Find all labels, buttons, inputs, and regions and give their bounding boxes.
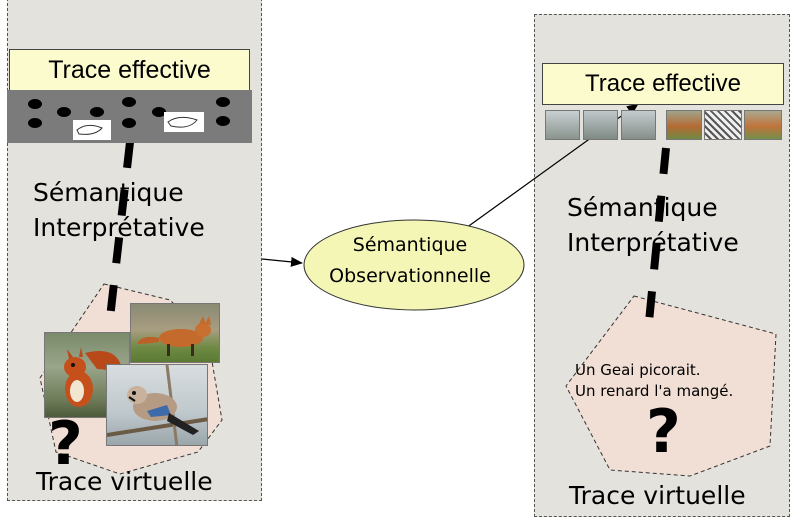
jay-photo <box>106 364 208 446</box>
right-effective-trace-box: Trace effective <box>542 63 784 105</box>
left-effective-trace-label: Trace effective <box>48 55 211 84</box>
jay-thumb-2 <box>583 110 618 140</box>
left-question-mark: ? <box>48 409 83 479</box>
observational-ellipse <box>303 219 525 311</box>
fox-thumb-2 <box>744 110 782 140</box>
fox-photo <box>130 303 220 363</box>
right-question-mark: ? <box>646 397 681 467</box>
right-effective-trace-label: Trace effective <box>584 70 742 97</box>
observational-semantics-label: Sémantique Observationnelle <box>329 234 491 287</box>
bone-thumb <box>704 110 742 140</box>
fox-thumb-1 <box>666 110 702 140</box>
jay-thumb-3 <box>621 110 656 140</box>
right-semantics-label: Sémantique Interprétative <box>567 193 739 257</box>
jay-thumb-1 <box>545 110 580 140</box>
left-trace-strip <box>7 90 252 143</box>
left-semantics-label: Sémantique Interprétative <box>33 178 205 242</box>
right-virtual-trace-label: Trace virtuelle <box>569 481 746 510</box>
left-virtual-trace-label: Trace virtuelle <box>36 467 213 496</box>
right-sentence: Un Geai picorait. Un renard l'a mangé. <box>575 361 734 400</box>
